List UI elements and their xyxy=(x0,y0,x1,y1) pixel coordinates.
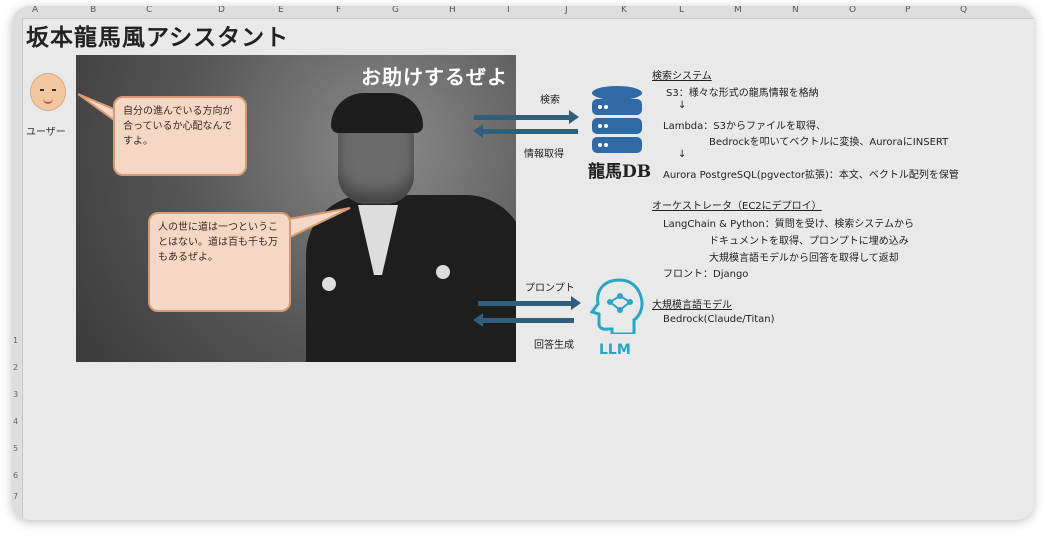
user-face-icon xyxy=(30,73,66,111)
llm-label: LLM xyxy=(599,342,631,358)
ryoma-photo: お助けするぜよ xyxy=(76,55,516,362)
column-header[interactable]: P xyxy=(905,6,911,15)
db-label: 龍馬DB xyxy=(588,162,652,182)
column-header[interactable]: Q xyxy=(960,6,968,15)
column-header[interactable]: N xyxy=(792,6,799,15)
column-header[interactable]: J xyxy=(565,6,568,15)
bubble-tail-user xyxy=(77,93,118,122)
database-icon xyxy=(592,86,642,153)
front-note: フロント：Django xyxy=(663,269,749,280)
column-header[interactable]: B xyxy=(90,6,97,15)
answer-label: 回答生成 xyxy=(534,340,574,351)
column-header[interactable]: F xyxy=(336,6,342,15)
lambda-note-2: Bedrockを叩いてベクトルに変換、AuroraにINSERT xyxy=(709,137,949,148)
user-label: ユーザー xyxy=(26,127,66,138)
photo-caption: お助けするぜよ xyxy=(361,65,508,89)
row-header[interactable]: 5 xyxy=(13,444,19,453)
bubble-tail-ryoma xyxy=(283,207,351,242)
column-header[interactable]: D xyxy=(218,6,225,15)
column-header[interactable]: O xyxy=(849,6,857,15)
search-arrow xyxy=(474,110,579,124)
row-header[interactable]: 3 xyxy=(13,390,19,399)
column-header[interactable]: K xyxy=(621,6,627,15)
langchain-note-1: LangChain & Python：質問を受け、検索システムから xyxy=(663,219,914,230)
column-header[interactable]: C xyxy=(146,6,153,15)
column-header[interactable]: M xyxy=(734,6,742,15)
column-header[interactable]: E xyxy=(278,6,284,15)
column-header-bar: A B C D E F G H I J K L M N O P Q xyxy=(12,6,1034,19)
page-title: 坂本龍馬風アシスタント xyxy=(26,24,290,51)
row-header-bar: 1 2 3 4 5 6 7 8 xyxy=(12,18,23,520)
column-header[interactable]: L xyxy=(679,6,685,15)
user-speech-bubble: 自分の進んでいる方向が合っているか心配なんですよ。 xyxy=(113,96,247,176)
search-system-heading: 検索システム xyxy=(652,71,712,82)
column-header[interactable]: G xyxy=(392,6,399,15)
answer-arrow xyxy=(473,313,574,327)
lambda-note-1: Lambda：S3からファイルを取得、 xyxy=(663,121,826,132)
ryoma-speech-bubble: 人の世に道は一つということはない。道は百も千も万もあるぜよ。 xyxy=(148,212,291,312)
down-arrow-1: ↓ xyxy=(678,100,687,111)
spreadsheet-screen: A B C D E F G H I J K L M N O P Q 1 2 3 … xyxy=(12,6,1034,520)
row-header[interactable]: 8 xyxy=(13,513,19,520)
prompt-label: プロンプト xyxy=(525,283,575,294)
column-header[interactable]: A xyxy=(32,6,39,15)
column-header[interactable]: I xyxy=(507,6,510,15)
llm-brain-icon xyxy=(590,278,644,334)
orchestrator-heading: オーケストレータ（EC2にデプロイ） xyxy=(652,201,822,212)
langchain-note-3: 大規模言語モデルから回答を取得して返却 xyxy=(709,253,899,264)
aurora-note: Aurora PostgreSQL(pgvector拡張)：本文、ベクトル配列を… xyxy=(663,170,959,181)
langchain-note-2: ドキュメントを取得、プロンプトに埋め込み xyxy=(709,236,909,247)
row-header[interactable]: 7 xyxy=(13,492,19,501)
bedrock-note: Bedrock(Claude/Titan) xyxy=(663,314,775,325)
row-header[interactable]: 4 xyxy=(13,417,19,426)
retrieve-arrow xyxy=(473,124,578,138)
row-header[interactable]: 6 xyxy=(13,471,19,480)
retrieve-label: 情報取得 xyxy=(524,149,564,160)
row-header[interactable]: 1 xyxy=(13,336,19,345)
column-header[interactable]: H xyxy=(449,6,456,15)
prompt-arrow xyxy=(478,296,581,310)
llm-heading: 大規模言語モデル xyxy=(652,300,732,311)
down-arrow-2: ↓ xyxy=(678,149,687,160)
s3-note: S3：様々な形式の龍馬情報を格納 xyxy=(666,88,819,99)
row-header[interactable]: 2 xyxy=(13,363,19,372)
search-label: 検索 xyxy=(540,95,560,106)
